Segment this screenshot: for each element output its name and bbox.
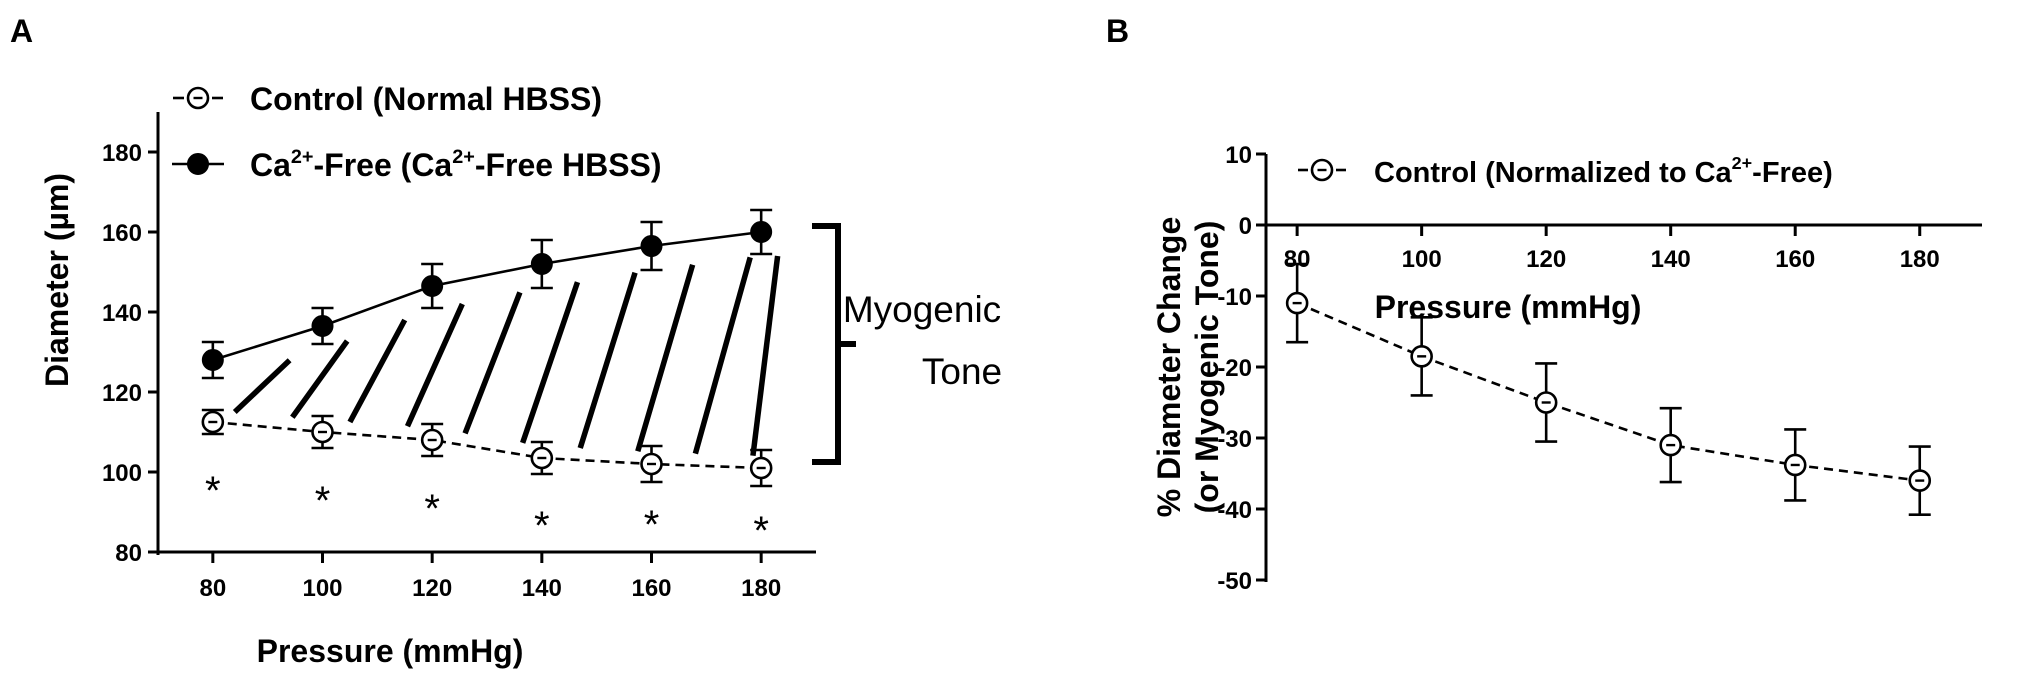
panel-b-y-tick-label: -10 [1217, 284, 1252, 311]
panel-b-y-tick-label: 10 [1225, 142, 1252, 169]
control-data-point [749, 456, 773, 480]
panel-b-y-tick-label: -50 [1217, 568, 1252, 595]
normalized-control-series-line [1296, 301, 1920, 482]
normalized-control-data-point [1534, 391, 1558, 414]
panel-b-x-axis-title: Pressure (mmHg) [1375, 289, 1642, 325]
panel-a-x-tick-label: 140 [522, 575, 562, 602]
panel-a-y-tick-label: 160 [102, 220, 142, 247]
panel-b-y-tick-label: 0 [1239, 213, 1252, 240]
panel-b-y-tick-label: -20 [1217, 355, 1252, 382]
myogenic-tone-label-line1: Myogenic [843, 289, 1001, 330]
ca-free-data-point [311, 315, 334, 337]
panel-b-x-tick-label: 160 [1775, 246, 1815, 273]
ca-free-data-point [640, 235, 663, 257]
legend-control-marker [186, 86, 210, 110]
panel-b-y-axis-title-line1: % Diameter Change [1151, 217, 1187, 518]
myogenic-tone-hatch [290, 339, 350, 419]
myogenic-tone-hatch [232, 358, 292, 414]
legend-ca-free-label: Ca2+-Free (Ca2+-Free HBSS) [250, 146, 662, 183]
panel-b-x-tick-label: 180 [1900, 246, 1940, 273]
myogenic-tone-label-line2: Tone [922, 351, 1002, 392]
control-data-point [311, 420, 334, 444]
myogenic-tone-hatch [347, 318, 408, 424]
myogenic-tone-hatch [635, 263, 696, 453]
panel-b-y-axis-title-line2: (or Myogenic Tone) [1189, 221, 1225, 514]
panel-a-label: A [10, 13, 33, 49]
normalized-control-data-point [1410, 345, 1433, 368]
panel-a-y-tick-label: 120 [102, 380, 142, 407]
control-data-point [530, 446, 554, 470]
myogenic-tone-hatch [750, 255, 781, 457]
significance-star: * [753, 509, 769, 553]
significance-star: * [534, 504, 550, 548]
myogenic-tone-hatch [577, 271, 638, 449]
significance-star: * [424, 487, 440, 531]
ca-free-data-point [201, 349, 224, 371]
ca-free-data-point [530, 253, 553, 275]
normalized-control-data-point [1659, 433, 1682, 457]
panel-a-x-tick-label: 180 [741, 575, 781, 602]
myogenic-tone-hatch [692, 256, 753, 455]
panel-b-x-tick-label: 140 [1651, 246, 1691, 273]
legend-b-label: Control (Normalized to Ca2+-Free) [1374, 153, 1833, 189]
panel-a-y-tick-label: 100 [102, 460, 142, 487]
panel-b-x-tick-label: 100 [1402, 246, 1442, 273]
myogenic-tone-hatch [520, 281, 581, 444]
panel-a-x-tick-label: 160 [631, 575, 671, 602]
control-data-point [640, 452, 663, 476]
panel-a-y-tick-label: 180 [102, 140, 142, 167]
control-data-point [201, 410, 225, 434]
panel-b-label: B [1106, 13, 1129, 49]
significance-star: * [205, 469, 221, 513]
legend-control-label: Control (Normal HBSS) [250, 81, 602, 117]
control-series-line [212, 420, 762, 470]
panel-a-x-tick-label: 120 [412, 575, 452, 602]
significance-star: * [644, 503, 660, 547]
ca-free-data-point [421, 275, 444, 297]
ca-free-series-line [212, 230, 762, 362]
panel-b-y-tick-label: -40 [1217, 497, 1252, 524]
ca-free-data-point [750, 221, 773, 243]
panel-a-y-axis-title: Diameter (µm) [39, 173, 75, 387]
panel-a-y-tick-label: 140 [102, 300, 142, 327]
panel-b-y-tick-label: -30 [1217, 426, 1252, 453]
panel-a-x-axis-title: Pressure (mmHg) [257, 633, 524, 669]
panel-a-x-tick-label: 80 [199, 575, 226, 602]
panel-a-y-tick-label: 80 [115, 540, 142, 567]
normalized-control-data-point [1285, 291, 1309, 315]
myogenic-tone-hatch [404, 302, 465, 428]
significance-star: * [315, 479, 331, 523]
control-data-point [420, 428, 444, 452]
myogenic-tone-bracket [812, 223, 856, 465]
myogenic-tone-hatch [462, 291, 523, 435]
normalized-control-data-point [1783, 453, 1807, 477]
panel-b-x-tick-label: 120 [1526, 246, 1566, 273]
panel-a-x-tick-label: 100 [302, 575, 342, 602]
legend-b-control-marker [1310, 158, 1334, 182]
normalized-control-data-point [1908, 469, 1932, 492]
